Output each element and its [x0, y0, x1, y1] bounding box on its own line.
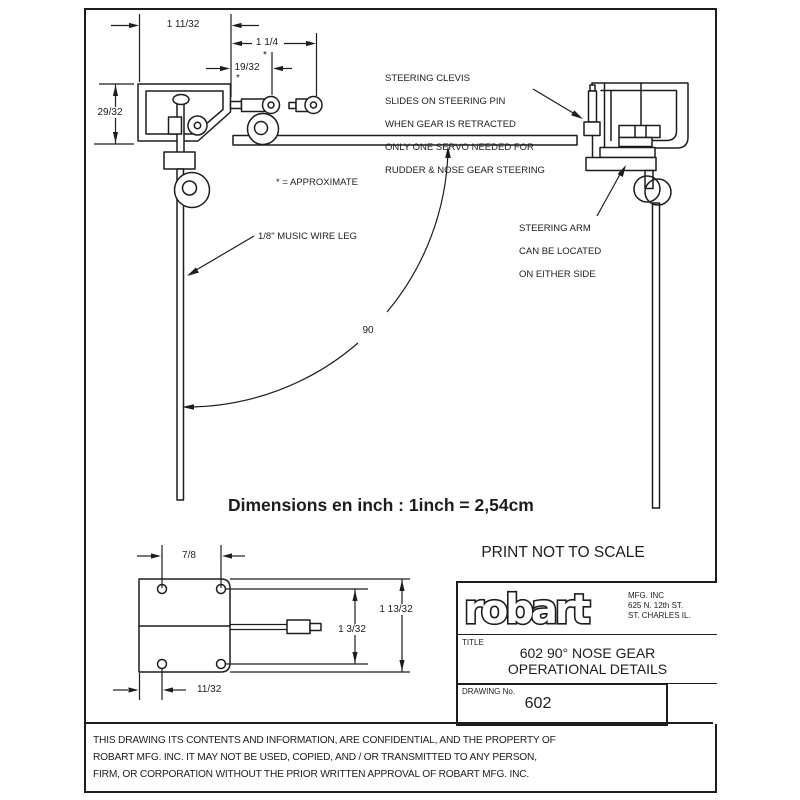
mounting-plate-detail: [113, 545, 410, 700]
right-gear-assembly: [584, 83, 688, 508]
note-steering-arm: STEERING ARM CAN BE LOCATED ON EITHER SI…: [519, 223, 602, 281]
pushrod-assembly: [231, 97, 578, 146]
disclaimer-line1: THIS DRAWING ITS CONTENTS AND INFORMATIO…: [93, 734, 556, 746]
note-steering-clevis: STEERING CLEVIS SLIDES ON STEERING PIN W…: [385, 73, 545, 176]
rotation-arc: [182, 146, 451, 410]
sheet-border: [84, 8, 717, 793]
robart-logo: robart: [462, 585, 595, 634]
dim-clevis-offset-mark: *: [236, 73, 240, 84]
robart-logo-text: robart: [464, 587, 591, 633]
left-gear-assembly: [138, 84, 231, 500]
dim-clevis-offset: 19/32: [234, 62, 260, 73]
arc-arrow-bottom: [182, 404, 194, 410]
note-wire-leg: 1/8" MUSIC WIRE LEG: [258, 231, 357, 242]
units-note: Dimensions en inch : 1inch = 2,54cm: [228, 495, 534, 515]
disclaimer-box: THIS DRAWING ITS CONTENTS AND INFORMATIO…: [84, 722, 713, 791]
disclaimer-line3: FIRM, OR CORPORATION WITHOUT THE PRIOR W…: [93, 768, 530, 780]
company-info-line1: MFG. INC: [628, 591, 664, 600]
arc-arrow-top: [445, 146, 451, 158]
dim-top-width: 1 11/32: [166, 19, 200, 30]
arm-leader-arrow: [617, 165, 626, 177]
company-info-line3: ST. CHARLES IL.: [628, 611, 691, 620]
drawing-number-label: DRAWING No.: [462, 687, 516, 696]
title-block: robart MFG. INC 625 N. 12th ST. ST. CHAR…: [456, 581, 717, 726]
drawing-title-line2: OPERATIONAL DETAILS: [507, 660, 668, 677]
dim-plate-height: 1 13/32: [371, 604, 421, 615]
drawing-title-line1: 602 90° NOSE GEAR: [519, 644, 656, 661]
wire-leader-arrow: [187, 267, 199, 276]
note-approximate: * = APPROXIMATE: [276, 177, 358, 188]
company-info-line2: 625 N. 12th ST.: [628, 601, 684, 610]
drawing-number: 602: [524, 695, 552, 712]
dim-bracket-height: 29/32: [90, 107, 130, 118]
dim-pin-offset: 1 1/4: [255, 37, 279, 48]
clevis-leader-arrow: [571, 110, 583, 119]
print-not-to-scale: PRINT NOT TO SCALE: [481, 544, 645, 561]
dim-angle: 90: [354, 325, 382, 336]
title-label: TITLE: [462, 637, 484, 647]
dim-pin-offset-mark: *: [263, 50, 267, 61]
disclaimer-line2: ROBART MFG. INC. IT MAY NOT BE USED, COP…: [93, 751, 537, 763]
dim-plate-pin-height: 1 3/32: [327, 624, 377, 635]
title-block-title-row: TITLE 602 90° NOSE GEAR OPERATIONAL DETA…: [458, 636, 717, 684]
dim-plate-edge-offset: 11/32: [197, 684, 222, 695]
leader-lines: [187, 89, 626, 276]
dimension-lines-top: [94, 14, 317, 144]
drawing-number-box: DRAWING No. 602: [456, 683, 668, 726]
title-block-logo-row: robart MFG. INC 625 N. 12th ST. ST. CHAR…: [458, 583, 717, 635]
dim-plate-hole-spacing: 7/8: [182, 550, 196, 561]
